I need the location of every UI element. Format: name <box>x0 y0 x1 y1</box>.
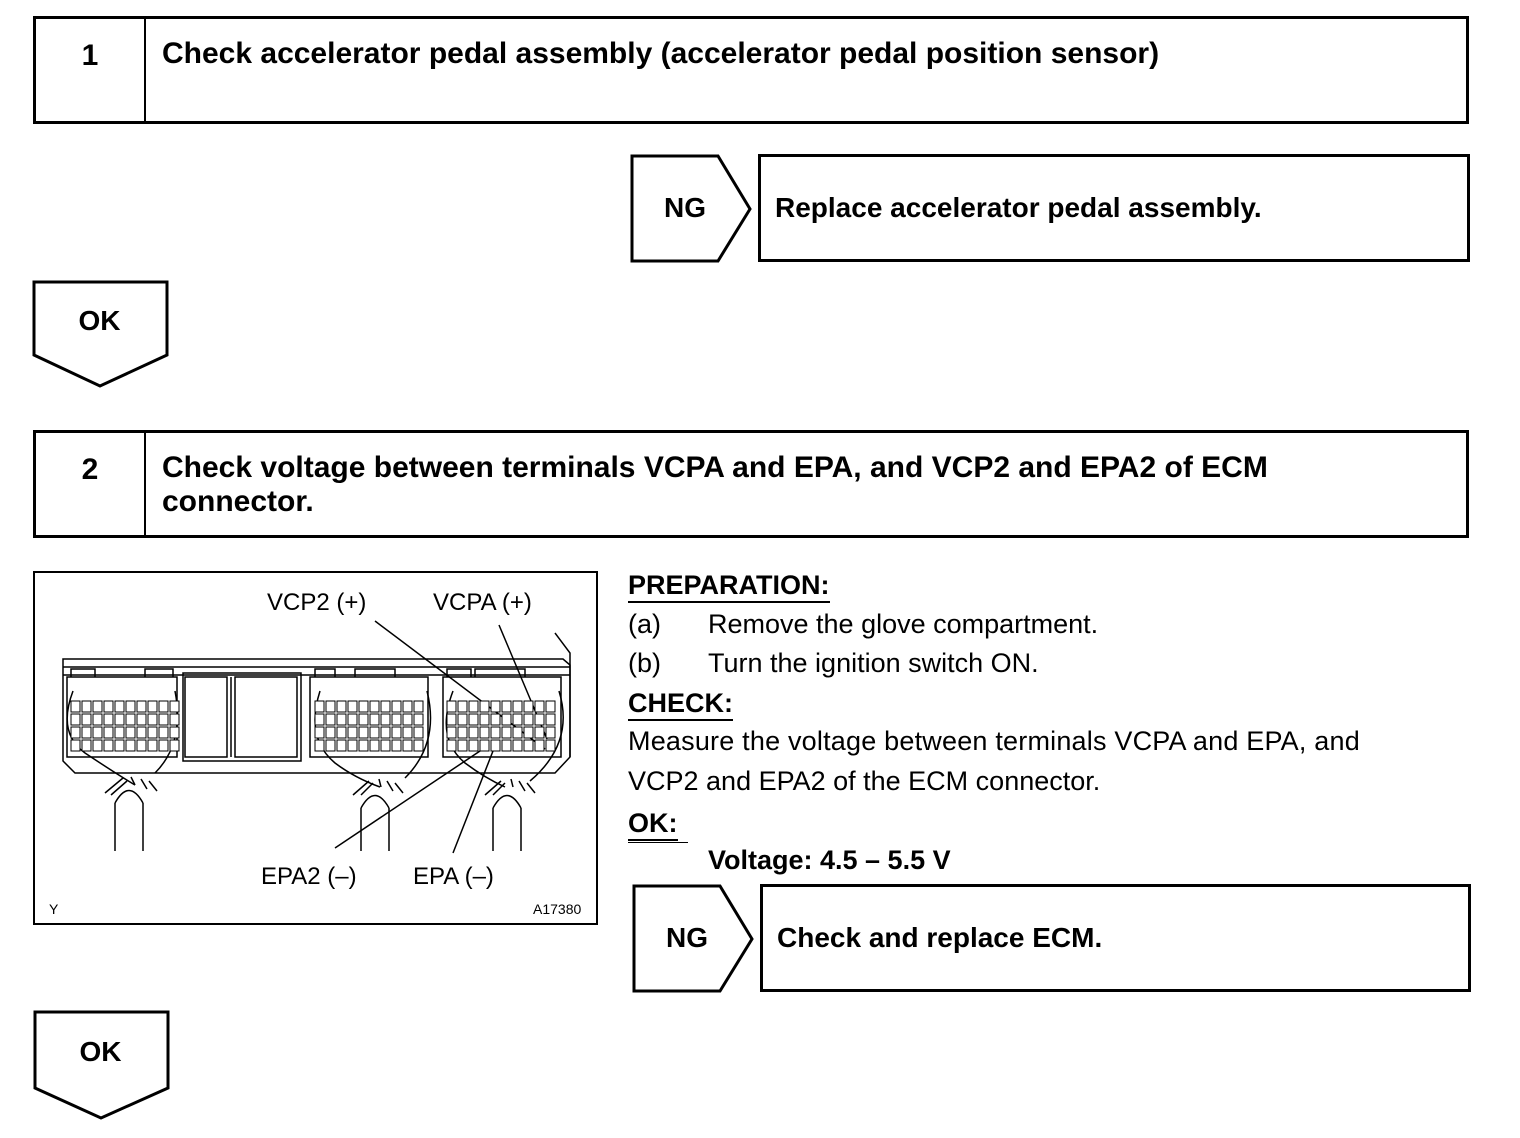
prep-item-a-text: Remove the glove compartment. <box>708 609 1099 639</box>
ok-spec-underline <box>628 842 688 843</box>
step-1-number: 1 <box>36 19 146 121</box>
label-vcpa: VCPA (+) <box>433 589 532 616</box>
step-2-title-line-2: connector. <box>162 485 314 518</box>
step-1-ok-label: OK <box>78 305 121 336</box>
step-2-ng-arrow <box>632 884 754 993</box>
prep-item-b-text: Turn the ignition switch ON. <box>708 648 1039 678</box>
step-1-title: Check accelerator pedal assembly (accele… <box>162 37 1160 70</box>
diagram-figure-id: A17380 <box>533 901 582 917</box>
step-2-ng-label: NG <box>666 922 708 953</box>
step-1-ng-action: Replace accelerator pedal assembly. <box>758 154 1470 262</box>
label-vcp2: VCP2 (+) <box>267 589 367 616</box>
ok-voltage-spec: Voltage: 4.5 – 5.5 V <box>708 845 951 875</box>
step-2-ng-action-text: Check and replace ECM. <box>777 922 1103 953</box>
step-2-ok-arrow <box>33 1010 170 1120</box>
ecm-connector-illustration <box>62 620 571 854</box>
step-1-ng-action-text: Replace accelerator pedal assembly. <box>775 192 1262 223</box>
check-text-line-1: Measure the voltage between terminals VC… <box>628 726 1360 756</box>
label-epa: EPA (–) <box>413 863 494 890</box>
label-epa2: EPA2 (–) <box>261 863 357 890</box>
check-text-line-2: VCP2 and EPA2 of the ECM connector. <box>628 766 1101 796</box>
preparation-heading: PREPARATION: <box>628 570 830 603</box>
step-1-ng-label: NG <box>664 192 706 223</box>
step-2-ng-action: Check and replace ECM. <box>760 884 1471 992</box>
step-1-ng-arrow <box>630 154 752 263</box>
step-2-box: 2 Check voltage between terminals VCPA a… <box>33 430 1469 538</box>
step-1-ok-arrow <box>32 280 169 388</box>
prep-item-a-letter: (a) <box>628 609 661 639</box>
ok-heading: OK: <box>628 808 678 841</box>
step-2-ok-label: OK <box>79 1036 122 1067</box>
ecm-connector-diagram: VCP2 (+) VCPA (+) EPA2 (–) EPA (–) Y A17… <box>33 571 598 925</box>
prep-item-b-letter: (b) <box>628 648 661 678</box>
step-2-number: 2 <box>36 433 146 535</box>
diagram-corner-letter: Y <box>49 901 59 917</box>
step-1-box: 1 Check accelerator pedal assembly (acce… <box>33 16 1469 124</box>
step-2-title-line-1: Check voltage between terminals VCPA and… <box>162 451 1268 484</box>
check-heading: CHECK: <box>628 688 733 721</box>
